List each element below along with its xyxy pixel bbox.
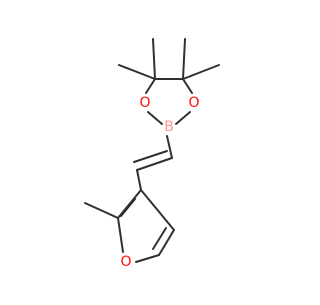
atom-oxygen-furan: O <box>120 254 131 270</box>
bond-vinyl-double-inner <box>133 150 168 163</box>
methyl-bond-4 <box>182 64 220 80</box>
bond-c2-o <box>117 217 124 253</box>
atom-oxygen-left: O <box>139 95 150 111</box>
bond-c-o-left <box>145 78 156 94</box>
vinyl-linker <box>133 135 173 191</box>
structure-canvas: O O B O <box>84 38 220 270</box>
atom-oxygen-right: O <box>188 95 199 111</box>
atom-boron: B <box>164 119 174 135</box>
bond-vinyl-double-outer <box>136 157 173 171</box>
methyl-bond-3 <box>182 38 186 80</box>
bond-c4-c5 <box>158 229 175 256</box>
bond-c5-o <box>135 254 160 263</box>
bond-c4-c5-inner <box>152 227 167 250</box>
molecule-diagram: O O B O <box>84 38 220 270</box>
bond-o-b-left <box>147 111 163 125</box>
methyl-groups <box>118 38 220 80</box>
methyl-bond-2 <box>118 64 156 80</box>
bond-o-b-right <box>175 111 191 125</box>
bond-b-c <box>166 135 173 159</box>
bond-c-o-right <box>182 78 193 94</box>
bond-c3-c2 <box>117 189 142 219</box>
bond-vinyl-to-ring <box>136 169 142 191</box>
bond-c3-c4 <box>140 189 175 231</box>
methyl-bond-furan <box>84 202 119 219</box>
dioxaborolane-ring <box>145 78 193 125</box>
furan-ring <box>84 189 175 263</box>
methyl-bond-1 <box>152 38 156 80</box>
bond-c3-c2-inner <box>120 198 136 217</box>
